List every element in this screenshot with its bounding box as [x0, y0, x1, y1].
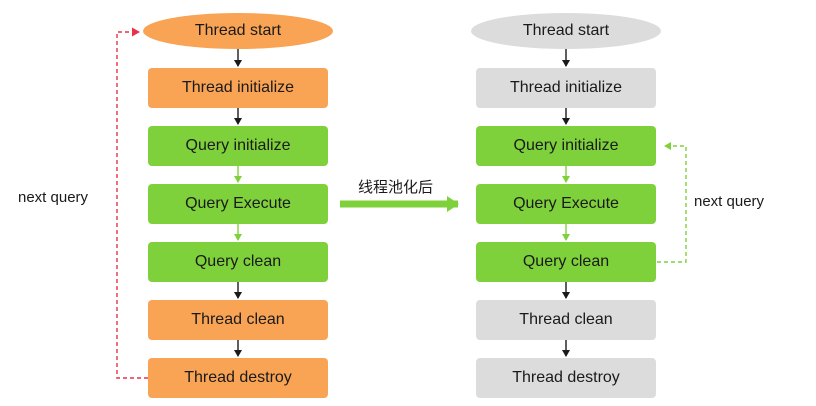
left-thread-initialize: Thread initialize — [148, 68, 328, 108]
right-thread-clean: Thread clean — [476, 300, 656, 340]
right-query-clean: Query clean — [476, 242, 656, 282]
transition-label: 线程池化后 — [358, 178, 434, 196]
right-thread-initialize: Thread initialize — [476, 68, 656, 108]
left-thread-start: Thread start — [143, 13, 333, 49]
next-query-loop-left — [116, 27, 148, 379]
left-next-query-label: next query — [18, 189, 89, 206]
left-thread-destroy: Thread destroy — [148, 358, 328, 398]
next-query-loop-right — [657, 142, 687, 263]
right-query-initialize: Query initialize — [476, 126, 656, 166]
left-query-execute: Query Execute — [148, 184, 328, 224]
left-thread-clean: Thread clean — [148, 300, 328, 340]
right-next-query-label: next query — [694, 193, 765, 210]
left-query-clean: Query clean — [148, 242, 328, 282]
right-thread-destroy: Thread destroy — [476, 358, 656, 398]
left-query-initialize: Query initialize — [148, 126, 328, 166]
right-thread-start: Thread start — [471, 13, 661, 49]
right-query-execute: Query Execute — [476, 184, 656, 224]
